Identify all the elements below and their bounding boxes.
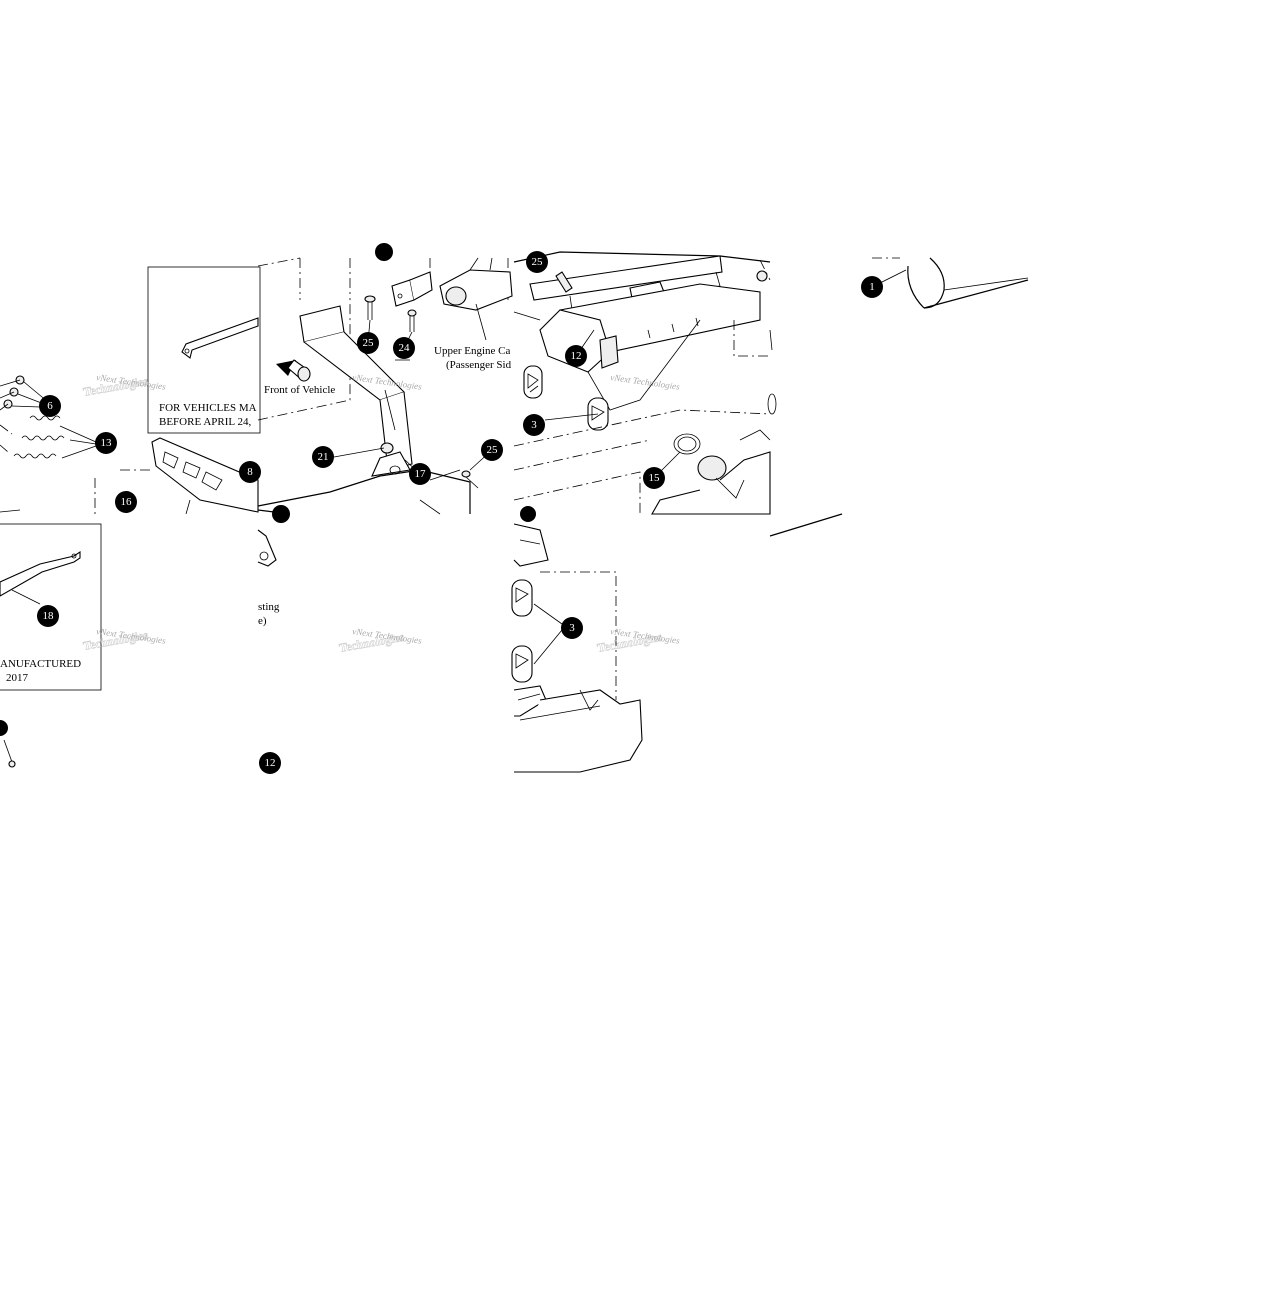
svg-text:15: 15: [649, 472, 661, 484]
svg-text:6: 6: [47, 400, 53, 412]
callout-18: 18: [37, 605, 59, 627]
callout-3-b: 3: [561, 617, 583, 639]
bracket-part: [181, 317, 259, 359]
svg-text:17: 17: [415, 468, 427, 480]
callout-12: 12: [565, 345, 587, 367]
callout-25-c: 25: [526, 251, 548, 273]
spring-set-13: [0, 415, 97, 459]
muffler-part: [651, 329, 777, 515]
svg-text:24: 24: [399, 342, 411, 354]
note-box-top: [147, 266, 261, 434]
svg-text:13: 13: [101, 437, 113, 449]
tile-top-left: FOR VEHICLES MA BEFORE APRIL 24,: [0, 266, 261, 515]
svg-text:3: 3: [569, 622, 575, 634]
callout-25: 25: [357, 332, 379, 354]
note-top-line2: BEFORE APRIL 24,: [159, 416, 251, 428]
tile-bottom-middle: sting e) 12 vNext Technologies Technolog…: [257, 529, 423, 774]
callout-8: 8: [239, 461, 261, 483]
note-bottom-line2: 2017: [6, 672, 29, 684]
gasket-15: [673, 433, 701, 455]
svg-text:25: 25: [487, 444, 499, 456]
note-top-line1: FOR VEHICLES MA: [159, 402, 257, 414]
bolt-25-right: [555, 271, 573, 293]
callout-1: 1: [861, 276, 883, 298]
front-arrow: [276, 359, 311, 382]
svg-text:8: 8: [247, 466, 253, 478]
upper-engine-label-1: Upper Engine Ca: [434, 345, 510, 357]
svg-text:25: 25: [363, 337, 375, 349]
rubber-hanger-3: [523, 365, 609, 431]
svg-text:3: 3: [531, 419, 537, 431]
svg-text:12: 12: [265, 757, 276, 769]
bolt-25: [364, 295, 376, 320]
bolt-24: [407, 309, 417, 332]
upper-engine-label-2: (Passenger Sid: [446, 359, 512, 371]
callout-24: 24: [393, 337, 415, 359]
bolt-25-lower: [461, 470, 479, 489]
casting-label-1: sting: [258, 601, 280, 613]
callout-12-b: 12: [259, 752, 281, 774]
svg-text:12: 12: [571, 350, 582, 362]
watermark: vNext Technologies: [610, 372, 681, 392]
swing-arm-part: [94, 437, 259, 515]
tile-top-middle: Front of Vehicle Upper Engine Ca (Passen…: [257, 243, 513, 523]
callout-15: 15: [643, 467, 665, 489]
bracket-long-part: [0, 550, 81, 597]
svg-text:21: 21: [318, 451, 329, 463]
front-of-vehicle-label: Front of Vehicle: [264, 384, 335, 396]
svg-text:16: 16: [121, 496, 133, 508]
tile-bottom-right: 3 vNext Technologies Technologies: [511, 523, 681, 773]
tile-top-right: 25 12 3 15 vNext Technologies: [513, 251, 777, 522]
note-box-bottom: [0, 523, 102, 691]
muffler-lower-part: [513, 685, 643, 773]
callout-6: 6: [39, 395, 61, 417]
callout-13: 13: [95, 432, 117, 454]
callout-16: 16: [115, 491, 137, 513]
callout-21: 21: [312, 446, 334, 468]
svg-text:1: 1: [869, 281, 875, 293]
svg-text:25: 25: [532, 256, 544, 268]
casting-label-2: e): [258, 615, 267, 627]
callout-25-b: 25: [481, 439, 503, 461]
rubber-hanger-3-lower: [511, 579, 533, 683]
tile-far-right: 1: [769, 257, 1029, 537]
callout-17: 17: [409, 463, 431, 485]
note-bottom-line1: ANUFACTURED: [0, 658, 81, 670]
callout-3: 3: [523, 414, 545, 436]
svg-text:18: 18: [43, 610, 55, 622]
tile-bottom-left: 18 ANUFACTURED 2017 vNext Technologies T…: [0, 523, 167, 768]
